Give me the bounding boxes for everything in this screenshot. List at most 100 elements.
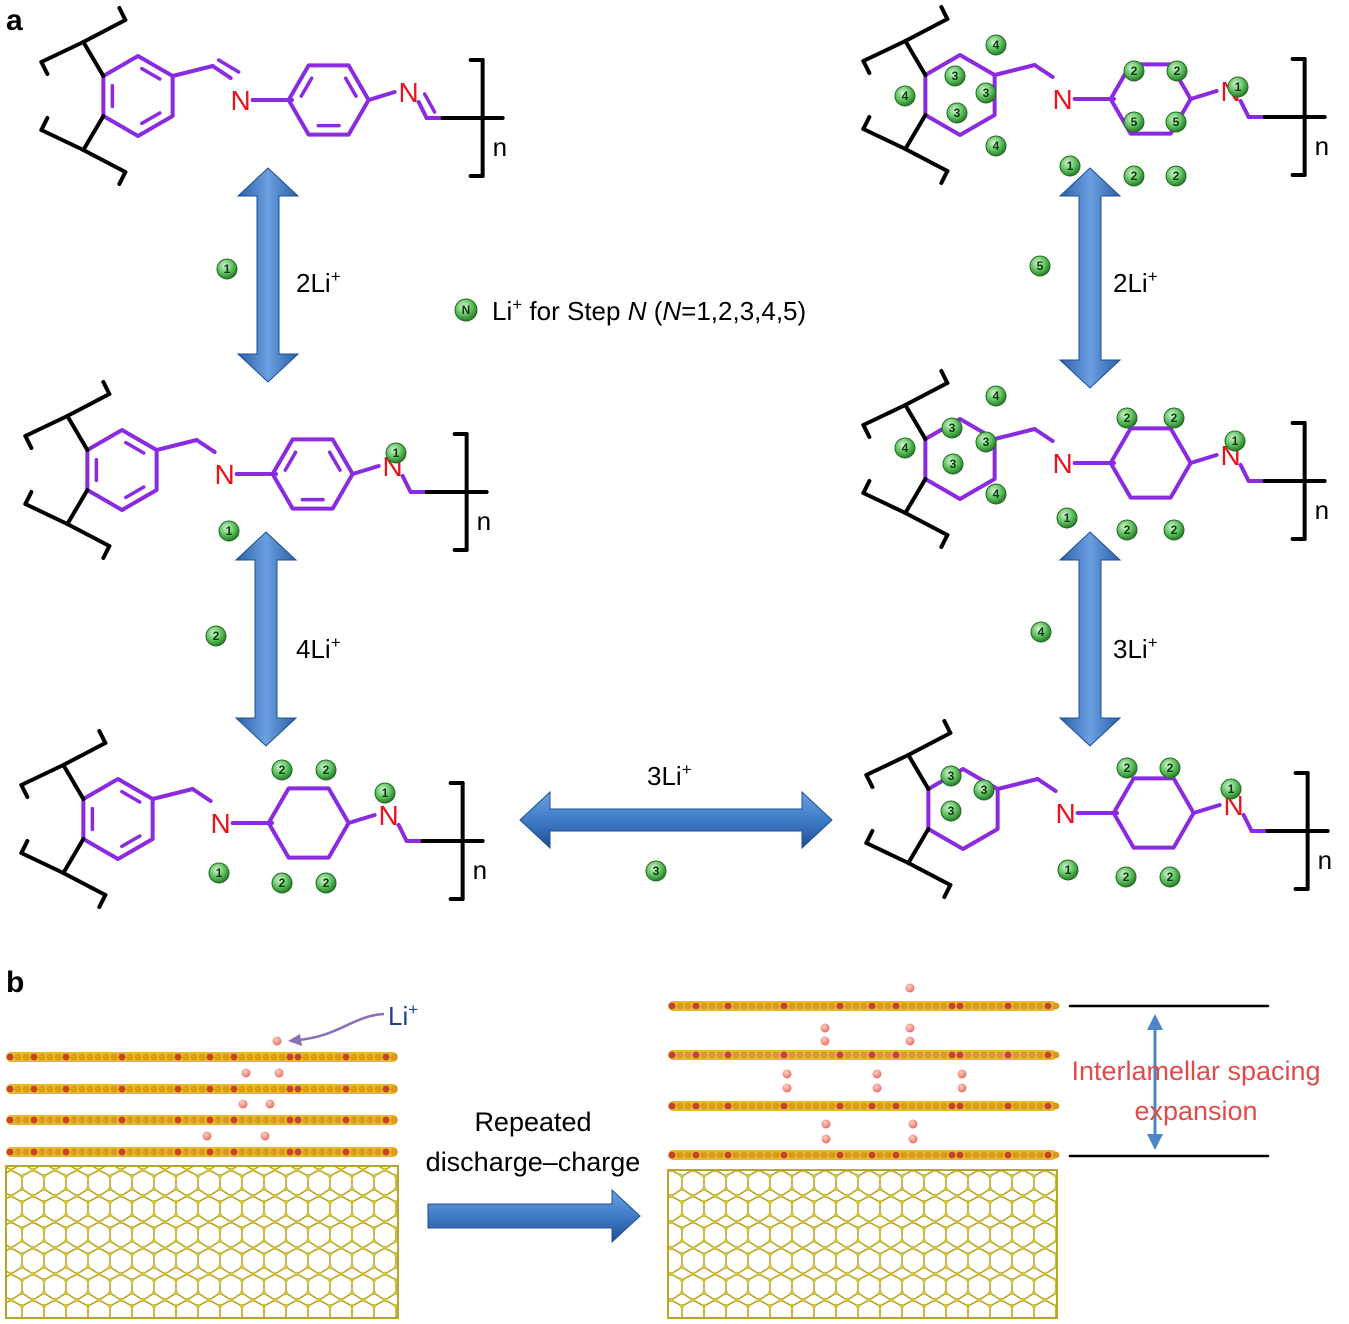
svg-text:2: 2 (1123, 870, 1130, 884)
nitrogen-atom: N (211, 808, 231, 839)
nitrogen-atom: N (231, 85, 251, 116)
li-ion (905, 983, 915, 993)
bracket (903, 511, 950, 537)
li-ion (957, 1069, 967, 1079)
svg-text:1: 1 (226, 524, 233, 538)
svg-text:2: 2 (1131, 169, 1138, 183)
bracket (861, 127, 908, 151)
bracket (939, 5, 950, 21)
li-step-badge: 4 (894, 85, 916, 107)
svg-text:2: 2 (1171, 523, 1178, 537)
polymer-link (61, 837, 86, 875)
svg-text:3: 3 (952, 69, 959, 83)
panel-b-label: b (6, 966, 24, 999)
bracket (23, 490, 34, 506)
li-ion (274, 1068, 284, 1078)
svg-text:1: 1 (1067, 159, 1074, 173)
bracket (864, 829, 875, 845)
svg-text:3: 3 (948, 804, 955, 818)
carbon-nanotube-expanded (667, 1169, 1058, 1319)
svg-text:4: 4 (993, 38, 1000, 52)
bracket (19, 763, 66, 787)
nitrogen-atom: N (379, 800, 399, 831)
caption-discharge-charge: discharge–charge (426, 1147, 641, 1177)
li-step-badge: 3 (941, 417, 963, 439)
bracket (19, 839, 30, 855)
li-step-badge: 2 (315, 759, 337, 781)
legend-text: Li+ for Step N (N=1,2,3,4,5) (492, 295, 806, 326)
li-step-badge: 3 (944, 65, 966, 87)
svg-text:2: 2 (1124, 411, 1131, 425)
step1-badge: 1 (216, 258, 238, 280)
polymer-link (903, 403, 928, 441)
li-step-badge: 1 (218, 520, 240, 542)
svg-text:2: 2 (279, 763, 286, 777)
panel-b-schematic (5, 983, 1270, 1319)
li-step-badge: 2 (1115, 866, 1137, 888)
li-step-badge: 5 (1165, 111, 1187, 133)
li-step-badge: 1 (374, 782, 396, 804)
li-step-badge: 4 (985, 135, 1007, 157)
bracket (861, 59, 872, 75)
li-ion (782, 1069, 792, 1079)
bracket (864, 773, 875, 789)
svg-text:1: 1 (216, 866, 223, 880)
li-step-badge: 4 (985, 385, 1007, 407)
bracket (23, 502, 70, 526)
polymer-unit: N Nn (19, 729, 487, 909)
bracket (61, 741, 108, 767)
repeat-subscript: n (1315, 495, 1329, 525)
repeat-subscript: n (1318, 845, 1332, 875)
svg-text:2: 2 (1173, 169, 1180, 183)
double-bond (422, 92, 437, 114)
repeat-subscript: n (473, 855, 487, 885)
svg-text:4: 4 (1038, 625, 1045, 639)
repeat-subscript: n (1315, 131, 1329, 161)
li-ion (872, 1069, 882, 1079)
bond (400, 474, 413, 494)
polymer-link (81, 114, 106, 152)
li-step-badge: 2 (271, 759, 293, 781)
li-ion (241, 1068, 251, 1078)
legend-badge: N (454, 298, 478, 322)
li-step-badge: 1 (385, 442, 407, 464)
arrow-label-left-bottom: 4Li+ (296, 633, 341, 664)
bracket (97, 893, 108, 909)
svg-text:4: 4 (993, 389, 1000, 403)
bracket (864, 841, 911, 865)
svg-text:1: 1 (382, 786, 389, 800)
bracket (23, 434, 34, 450)
double-bond (124, 440, 146, 455)
svg-text:5: 5 (1173, 115, 1180, 129)
bracket (861, 115, 872, 131)
bracket (39, 40, 86, 64)
graphene-layer (6, 1115, 398, 1125)
li-ion (957, 1083, 967, 1093)
li-ion (821, 1119, 831, 1129)
polymer-link (906, 753, 931, 791)
bond (1188, 89, 1219, 101)
svg-text:2: 2 (279, 876, 286, 890)
bond (416, 100, 429, 120)
li-step-badge: 1 (208, 862, 230, 884)
svg-text:1: 1 (1228, 782, 1235, 796)
nitrogen-atom: N (215, 459, 235, 490)
svg-text:2: 2 (1174, 64, 1181, 78)
li-step-badge: 4 (985, 34, 1007, 56)
arrow-label-right-top: 2Li+ (1113, 267, 1158, 298)
bond (1191, 803, 1222, 815)
bracket (61, 871, 108, 897)
svg-text:3: 3 (950, 457, 957, 471)
li-step-badge: 1 (1220, 778, 1242, 800)
spacing-label-line1: Interlamellar spacing (1071, 1056, 1320, 1086)
bracket (65, 392, 112, 418)
bond (1035, 777, 1058, 793)
graphene-layer (6, 1052, 398, 1062)
li-ion (905, 1036, 915, 1046)
spacing-arrow-down (1147, 1134, 1163, 1150)
bracket (939, 169, 950, 185)
svg-text:3: 3 (983, 86, 990, 100)
